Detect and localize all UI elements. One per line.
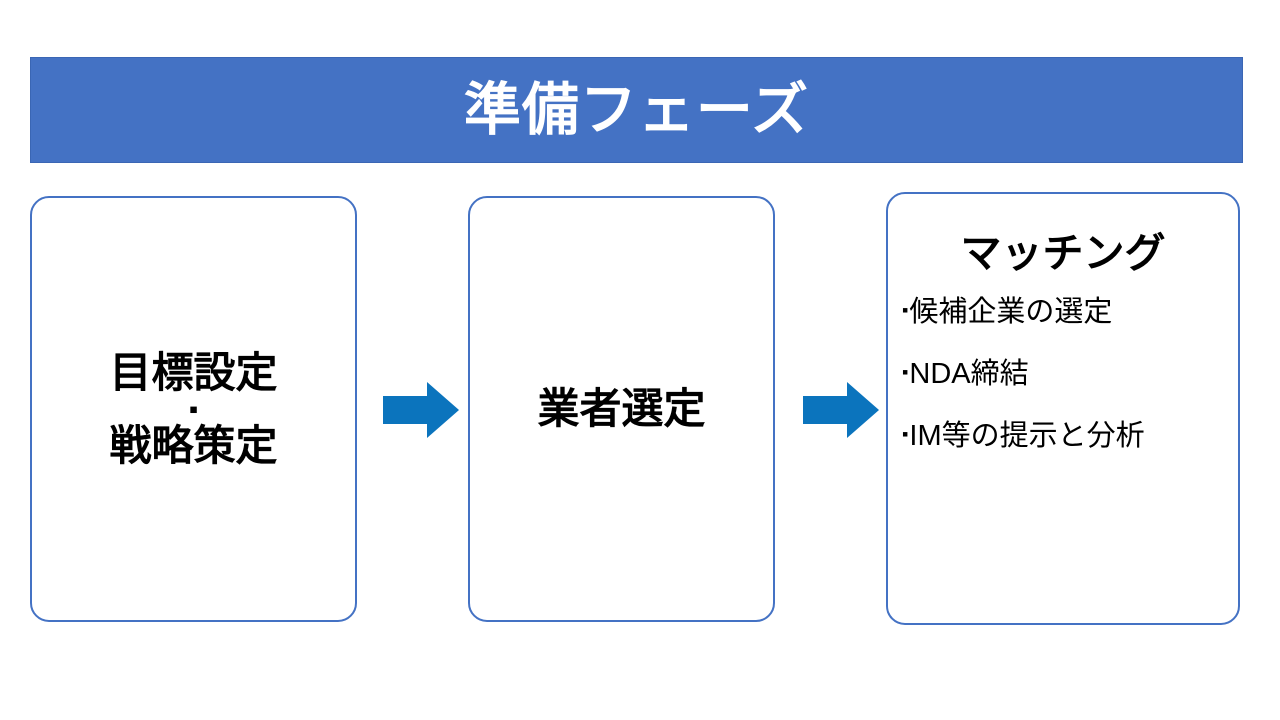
- phase-header-banner: 準備フェーズ: [30, 57, 1243, 163]
- phase-box-3-heading: マッチング: [960, 230, 1166, 276]
- phase-box-goal-setting[interactable]: 目標設定 ▪ 戦略策定: [30, 196, 357, 622]
- flow-arrow-right-icon: [383, 382, 459, 438]
- list-item: ▪ 候補企業の選定: [902, 296, 1228, 329]
- phase-box-1-line-1: 目標設定: [109, 348, 278, 396]
- phase-box-vendor-selection[interactable]: 業者選定: [468, 196, 775, 622]
- list-item: ▪ NDA締結: [902, 358, 1228, 391]
- list-item-label: IM等の提示と分析: [909, 419, 1145, 452]
- list-item: ▪ IM等の提示と分析: [902, 419, 1228, 453]
- phase-box-1-line-2: 戦略策定: [109, 422, 278, 470]
- flow-arrow-right-icon: [803, 382, 879, 438]
- phase-box-1-separator: ▪: [188, 393, 199, 424]
- list-item-label: NDA締結: [909, 358, 1029, 391]
- phase-box-matching[interactable]: マッチング ▪ 候補企業の選定 ▪ NDA締結 ▪ IM等の提示と分析: [886, 192, 1240, 625]
- matching-bullet-list: ▪ 候補企業の選定 ▪ NDA締結 ▪ IM等の提示と分析: [888, 296, 1238, 483]
- list-item-label: 候補企業の選定: [909, 296, 1113, 329]
- square-bullet-icon: ▪: [902, 423, 909, 444]
- phase-box-2-title: 業者選定: [537, 384, 706, 432]
- square-bullet-icon: ▪: [902, 300, 909, 321]
- phase-box-1-text: 目標設定 ▪ 戦略策定: [109, 349, 277, 469]
- page-title: 準備フェーズ: [463, 77, 810, 142]
- square-bullet-icon: ▪: [902, 362, 909, 383]
